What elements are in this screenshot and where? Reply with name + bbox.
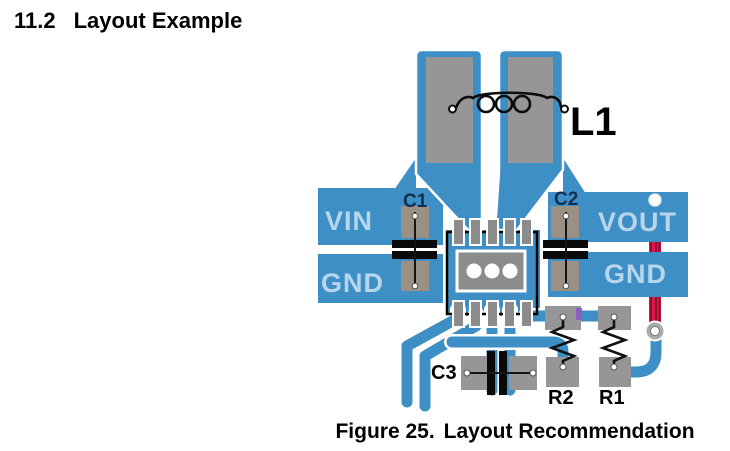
r2-label: R2 — [548, 387, 574, 409]
c1-label: C1 — [403, 191, 428, 212]
c3-label: C3 — [431, 362, 457, 384]
ic-pin-pad — [486, 300, 499, 328]
r1-hole — [610, 363, 618, 371]
ic-footprint — [445, 218, 539, 328]
section-heading: 11.2 Layout Example — [14, 8, 242, 34]
resistor-r1 — [598, 306, 631, 387]
l1-label: L1 — [570, 100, 617, 144]
caption-label: Figure 25. — [335, 420, 435, 443]
vin-corner-pour — [394, 158, 416, 190]
ic-pin-pad — [503, 300, 516, 328]
c2-hole — [562, 282, 570, 290]
c1-hole — [411, 282, 419, 290]
vin-label: VIN — [325, 206, 373, 236]
r1-hole — [610, 313, 618, 321]
feedback-via — [644, 320, 666, 342]
vout-label: VOUT — [598, 207, 677, 237]
section-title: Layout Example — [73, 8, 243, 33]
ic-pin-pad — [503, 218, 516, 246]
gnd-right-label: GND — [604, 259, 667, 289]
r2-hole — [559, 363, 567, 371]
ic-pin-pad — [469, 218, 482, 246]
ic-pin-pad — [452, 300, 465, 328]
capacitor-c2 — [543, 206, 588, 291]
thermal-via — [484, 263, 500, 279]
ic-pin-pad — [452, 218, 465, 246]
r2-hole — [559, 313, 567, 321]
r1-label: R1 — [599, 387, 625, 409]
caption-title: Layout Recommendation — [443, 420, 695, 443]
trace-via-to-r1 — [616, 324, 662, 378]
capacitor-c3 — [461, 351, 537, 395]
inductor-terminal — [448, 104, 457, 114]
ic-pin-pad — [469, 300, 482, 328]
inductor-symbol — [448, 91, 569, 114]
c2-label: C2 — [554, 189, 578, 210]
c3-hole — [529, 369, 537, 377]
c1-hole — [411, 212, 419, 220]
labels: VIN GND VOUT GND L1 C1 C2 C3 R2 R1 — [321, 100, 677, 409]
vout-via — [648, 193, 662, 207]
figure-caption: Figure 25. Layout Recommendation — [300, 420, 730, 444]
capacitor-c1 — [392, 206, 437, 291]
c3-hole — [463, 369, 471, 377]
inductor-pad-right — [508, 57, 553, 163]
ic-pin-pad — [520, 300, 533, 328]
ic-pin-pad — [486, 218, 499, 246]
r2-marking — [576, 308, 582, 320]
thermal-via — [466, 263, 482, 279]
resistor-r2 — [545, 306, 582, 387]
gnd-left-label: GND — [321, 268, 384, 298]
ic-pin-pad — [520, 218, 533, 246]
c2-hole — [562, 212, 570, 220]
inductor-terminal — [560, 104, 569, 114]
thermal-via — [502, 263, 518, 279]
vout-corner-pour — [563, 158, 586, 194]
section-number: 11.2 — [14, 8, 56, 33]
